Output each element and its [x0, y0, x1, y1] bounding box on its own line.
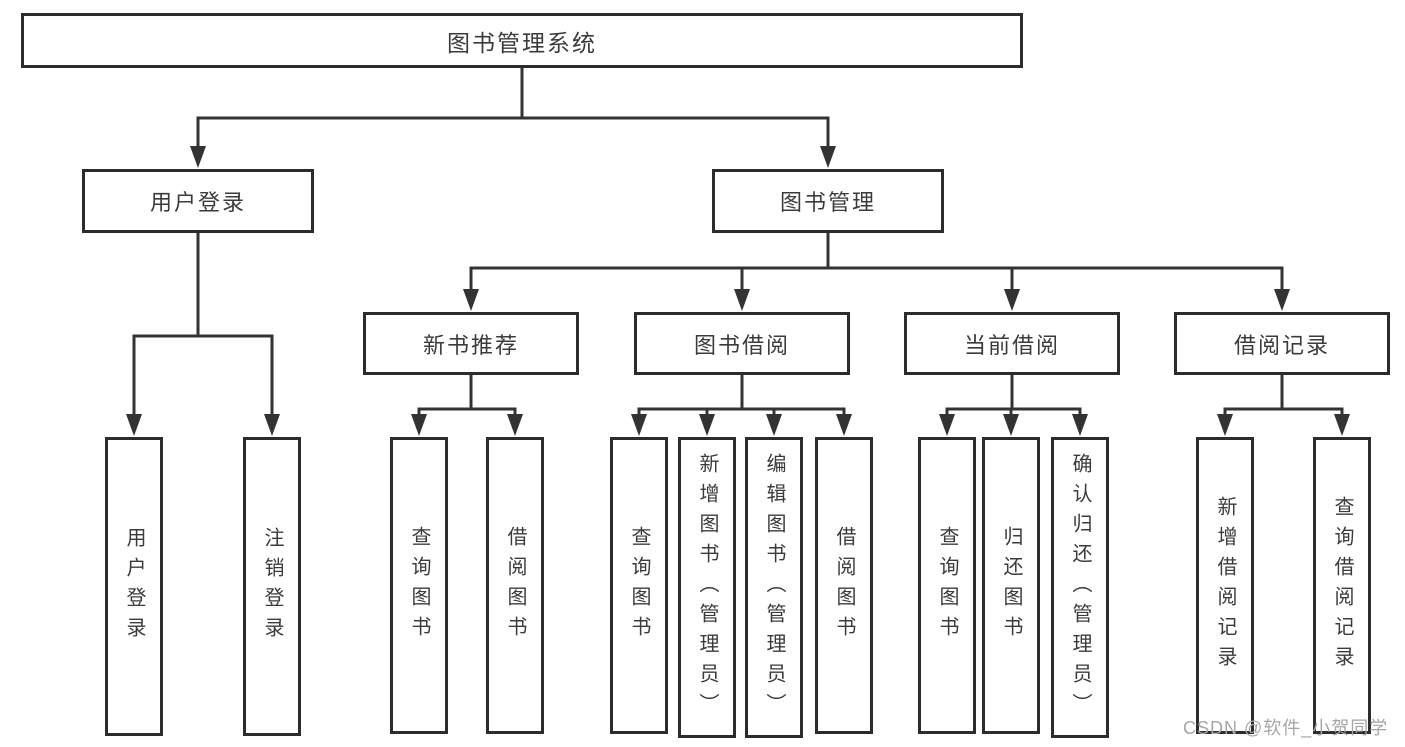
- leaf-confirm-return-admin: 确认归还（管理员）: [1051, 437, 1109, 738]
- leaf-query-books-borrow: 查询图书: [610, 437, 668, 734]
- leaf-query-books-recommend: 查询图书: [390, 437, 448, 734]
- leaf-query-borrow-record: 查询借阅记录: [1313, 437, 1371, 734]
- connector-root-to-level2: [190, 66, 836, 168]
- leaf-add-book-admin: 新增图书（管理员）: [678, 437, 736, 738]
- leaf-add-borrow-record: 新增借阅记录: [1196, 437, 1254, 734]
- node-book-borrow: 图书借阅: [634, 312, 850, 375]
- leaf-return-book: 归还图书: [982, 437, 1040, 734]
- leaf-edit-book-admin: 编辑图书（管理员）: [745, 437, 803, 738]
- connector-book-management-to-level3: [463, 231, 1290, 311]
- connector-user-login-to-leaves: [126, 231, 280, 436]
- node-root-system: 图书管理系统: [21, 13, 1023, 68]
- leaf-borrow-books: 借阅图书: [815, 437, 873, 734]
- leaf-logout: 注销登录: [243, 437, 301, 736]
- node-user-login: 用户登录: [82, 169, 314, 233]
- csdn-watermark: CSDN @软件_小贺同学: [1183, 718, 1389, 738]
- connector-book-borrow-to-leaves: [631, 373, 852, 436]
- connector-new-book-to-leaves: [411, 373, 523, 436]
- connector-borrow-records-to-leaves: [1217, 373, 1350, 436]
- connector-current-borrow-to-leaves: [939, 373, 1088, 436]
- node-new-book-recommend: 新书推荐: [363, 312, 579, 375]
- leaf-user-login: 用户登录: [105, 437, 163, 736]
- leaf-borrow-books-recommend: 借阅图书: [486, 437, 544, 734]
- node-current-borrow: 当前借阅: [904, 312, 1120, 375]
- node-book-management: 图书管理: [712, 169, 944, 233]
- node-borrow-records: 借阅记录: [1174, 312, 1390, 375]
- leaf-query-books-current: 查询图书: [918, 437, 976, 734]
